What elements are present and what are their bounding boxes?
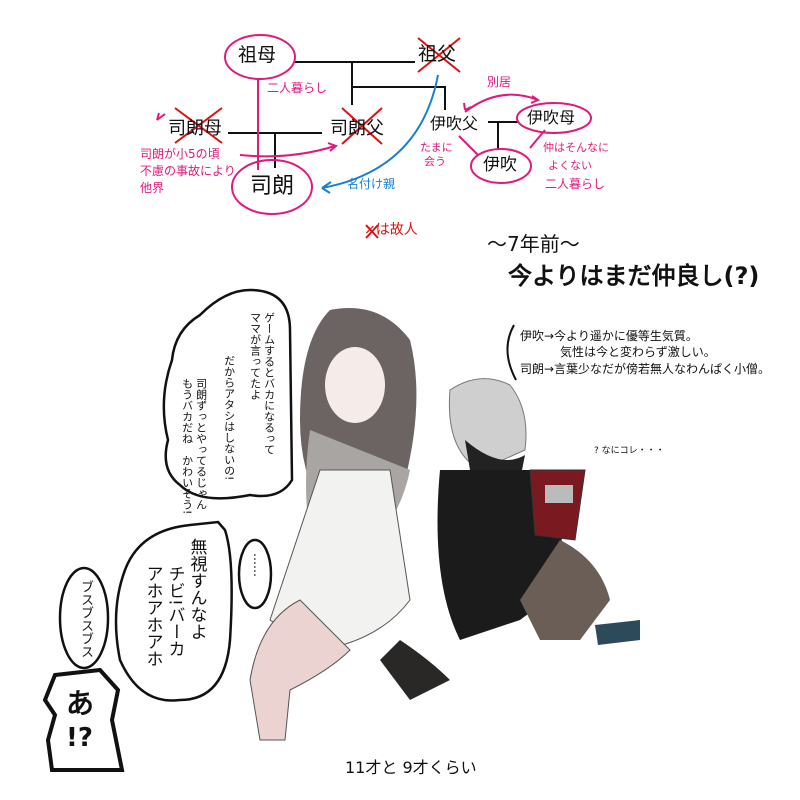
- deceased-marks: [174, 37, 461, 239]
- bubble-ah: あ: [66, 687, 95, 720]
- node-ibuki-father: 伊吹父: [430, 114, 479, 133]
- label-separated: 別居: [487, 75, 512, 89]
- node-ibuki-mother: 伊吹母: [527, 108, 576, 127]
- node-grandfather: 祖父: [418, 43, 457, 65]
- label-meet-2: 会う: [424, 155, 446, 168]
- bubble-top-line-3: だからアタシはしないの!: [222, 355, 236, 481]
- time-heading: 〜7年前〜: [487, 232, 580, 256]
- mother-note-3: 他界: [140, 181, 165, 195]
- bubble-shout-line-1: 無視すんなよ: [186, 538, 207, 640]
- boy-figure: [437, 378, 640, 645]
- note-shiro: 司朗→言葉少なだが傍若無人なわんぱく小僧。: [520, 362, 771, 376]
- bubble-shout-line-3: アホアホアホ: [142, 565, 163, 667]
- label-living-together: 二人暮らし: [267, 81, 328, 95]
- pink-lines: [156, 34, 592, 215]
- arrow-head: [321, 181, 332, 194]
- label-godparent: 名付け親: [347, 177, 396, 191]
- node-grandmother: 祖母: [238, 44, 277, 66]
- bubble-shout-line-2: チビ!バーカ: [164, 565, 185, 657]
- speech-bubbles: [42, 288, 294, 772]
- label-relation-1: 仲はそんなに: [543, 141, 609, 154]
- tree-lines: [228, 61, 518, 168]
- bubble-top-line-2: ママが言ってたよ: [248, 312, 262, 400]
- note-ibuki-2: 気性は今と変わらず激しい。: [560, 345, 716, 359]
- node-shiro-mother: 司朗母: [168, 118, 222, 139]
- label-relation-2: よくない: [548, 159, 592, 172]
- subtitle-heading: 今よりはまだ仲良し(?): [508, 262, 760, 290]
- bubble-top-line-1: ゲームするとバカになるって: [262, 312, 276, 455]
- bubble-top-line-5: もうバカだね かわいそう!: [180, 378, 194, 515]
- label-meet-1: たまに: [420, 141, 453, 154]
- bubble-busu: ブスブスブス: [77, 580, 93, 658]
- label-relation-3: 二人暮らし: [545, 177, 606, 191]
- godparent-arrow: [321, 74, 439, 189]
- boy-thought: ? なにコレ・・・: [594, 446, 665, 456]
- node-ibuki: 伊吹: [483, 155, 517, 175]
- note-ibuki-1: 伊吹→今より遥かに優等生気質。: [520, 329, 698, 343]
- mother-note-2: 不慮の事故により: [140, 164, 236, 178]
- girl-figure: [249, 308, 450, 741]
- node-shiro-father: 司朗父: [330, 118, 384, 139]
- node-shiro: 司朗: [250, 174, 295, 199]
- note-bracket: [506, 324, 517, 381]
- bubble-ah-mark: !?: [66, 723, 93, 753]
- deceased-legend: ×は故人: [364, 222, 418, 238]
- bubble-top-line-4: 司朗ずっとやってるじゃん: [194, 378, 208, 510]
- mother-note-1: 司朗が小5の頃: [140, 147, 220, 161]
- bubble-silence: ……: [250, 553, 265, 577]
- age-caption: 11才と 9才くらい: [345, 758, 477, 777]
